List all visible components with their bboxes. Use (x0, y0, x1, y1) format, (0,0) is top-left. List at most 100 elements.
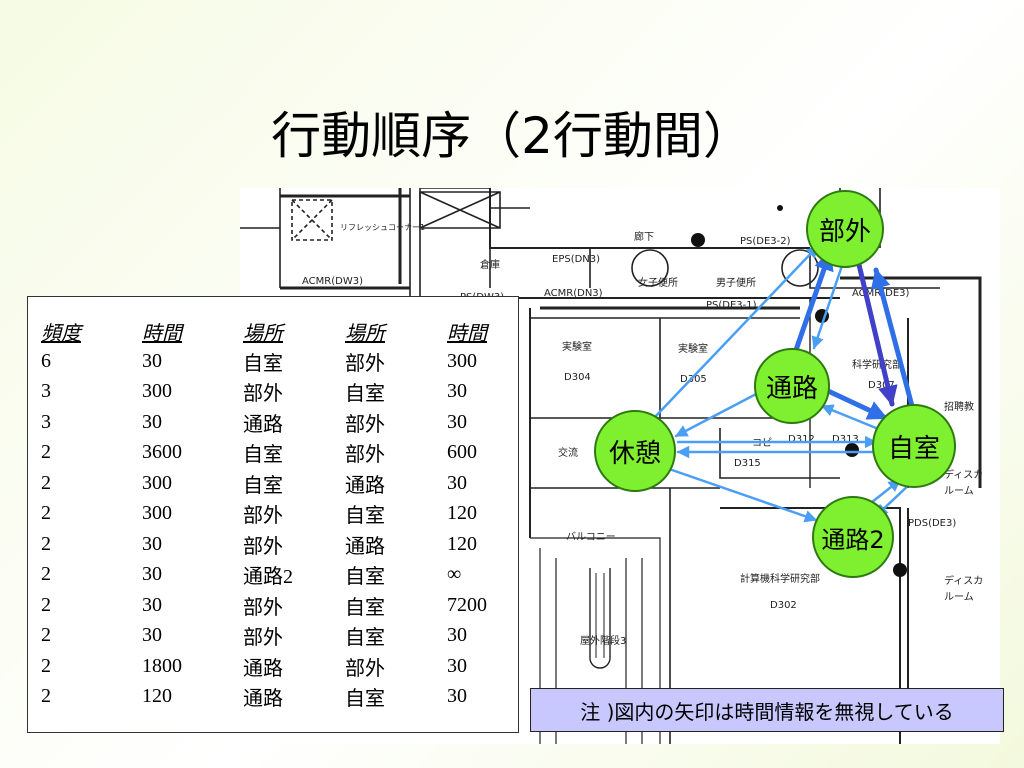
cell-place-1: 通路 (243, 657, 283, 680)
cell-frequency: 2 (41, 654, 51, 677)
plan-label-disk2: ディスカ (944, 576, 984, 587)
table-row: 2 1800 通路 部外 30 (41, 651, 507, 682)
cell-place-2: 部外 (345, 413, 385, 436)
cell-frequency: 2 (41, 532, 51, 555)
plan-label-kaidan: 屋外階段3 (580, 636, 627, 647)
cell-place-1: 部外 (243, 596, 283, 619)
cell-place-2: 部外 (345, 657, 385, 680)
plan-label-d312: D312 (788, 434, 815, 445)
cell-place-1: 自室 (243, 474, 283, 497)
plan-label-ps-de3-1: PS(DE3-1) (706, 300, 757, 311)
cell-time-2: 30 (447, 380, 467, 403)
plan-label-pds: PDS(DE3) (908, 518, 957, 529)
cell-place-1: 部外 (243, 505, 283, 528)
cell-place-1: 部外 (243, 535, 283, 558)
cell-place-1: 通路 (243, 413, 283, 436)
cell-frequency: 3 (41, 380, 51, 403)
cell-frequency: 2 (41, 593, 51, 616)
plan-label-d305: D305 (680, 374, 707, 385)
cell-time-1: 30 (142, 349, 162, 372)
note-box: 注 )図内の矢印は時間情報を無視している (530, 688, 1004, 732)
cell-time-1: 3600 (142, 441, 182, 464)
table-row: 2 30 部外 自室 30 (41, 621, 507, 652)
header-place-1: 場所 (243, 323, 283, 345)
plan-label-rouka: 廊下 (634, 232, 654, 243)
plan-label-d307: D307 (868, 380, 895, 391)
cell-time-2: 30 (447, 654, 467, 677)
cell-frequency: 2 (41, 471, 51, 494)
cell-place-2: 自室 (345, 566, 385, 589)
node-tsuro: 通路 (754, 348, 830, 424)
cell-place-2: 部外 (345, 352, 385, 375)
node-kyukei: 休憩 (594, 410, 676, 492)
plan-label-balcony: バルコニー (566, 532, 616, 543)
cell-time-1: 300 (142, 380, 172, 403)
header-place-2: 場所 (345, 323, 385, 345)
plan-label-eps-dn3: EPS(DN3) (552, 254, 601, 265)
plan-label-souko: 倉庫 (480, 260, 500, 271)
cell-place-1: 自室 (243, 444, 283, 467)
cell-time-1: 120 (142, 685, 172, 708)
cell-time-2: ∞ (447, 563, 462, 586)
plan-label-koryu: 交流 (558, 448, 578, 459)
plan-label-copy: コピー (752, 438, 782, 449)
cell-place-2: 自室 (345, 596, 385, 619)
plan-label-danshi: 男子便所 (716, 278, 756, 289)
node-bugai: 部外 (806, 190, 884, 268)
header-frequency: 頻度 (41, 323, 81, 345)
plan-label-d315: D315 (734, 458, 761, 469)
cell-time-2: 30 (447, 471, 467, 494)
plan-label-jikken1: 実験室 (562, 342, 592, 353)
cell-time-1: 30 (142, 624, 162, 647)
plan-label-acmr-de3: ACMR(DE3) (852, 288, 910, 299)
table-row: 2 3600 自室 部外 600 (41, 438, 507, 469)
table-header-row: 頻度 時間 場所 場所 時間 (41, 317, 507, 346)
cell-time-2: 30 (447, 685, 467, 708)
header-time-2: 時間 (447, 323, 487, 345)
slide-title: 行動順序（2行動間） (271, 107, 753, 165)
cell-time-1: 30 (142, 593, 162, 616)
cell-frequency: 2 (41, 441, 51, 464)
cell-time-2: 30 (447, 410, 467, 433)
cell-place-1: 通路2 (243, 566, 293, 589)
cell-place-2: 部外 (345, 444, 385, 467)
cell-time-2: 30 (447, 624, 467, 647)
cell-time-2: 120 (447, 502, 477, 525)
cell-place-1: 部外 (243, 383, 283, 406)
cell-place-2: 自室 (345, 627, 385, 650)
plan-label-disk1: ディスカ (944, 470, 984, 481)
cell-frequency: 6 (41, 349, 51, 372)
cell-time-2: 600 (447, 441, 477, 464)
cell-time-1: 30 (142, 563, 162, 586)
plan-label-room1: ルーム (944, 486, 974, 497)
cell-place-2: 自室 (345, 688, 385, 711)
node-jishitsu: 自室 (872, 404, 956, 488)
cell-frequency: 2 (41, 685, 51, 708)
cell-time-1: 300 (142, 502, 172, 525)
cell-frequency: 2 (41, 624, 51, 647)
plan-label-joshi: 女子便所 (638, 278, 678, 289)
cell-frequency: 3 (41, 410, 51, 433)
cell-time-2: 120 (447, 532, 477, 555)
plan-label-acmr-dn3: ACMR(DN3) (544, 288, 603, 299)
cell-place-1: 自室 (243, 352, 283, 375)
cell-time-1: 30 (142, 532, 162, 555)
cell-frequency: 2 (41, 563, 51, 586)
cell-time-1: 300 (142, 471, 172, 494)
cell-time-2: 7200 (447, 593, 487, 616)
table-row: 2 30 通路2 自室 ∞ (41, 560, 507, 591)
plan-label-acmr-dw3: ACMR(DW3) (302, 276, 363, 287)
cell-place-1: 部外 (243, 627, 283, 650)
plan-label-keisan: 計算機科学研究部 (740, 574, 820, 585)
cell-time-1: 1800 (142, 654, 182, 677)
plan-label-refresh: リフレッシュコーナー1 (340, 223, 426, 232)
